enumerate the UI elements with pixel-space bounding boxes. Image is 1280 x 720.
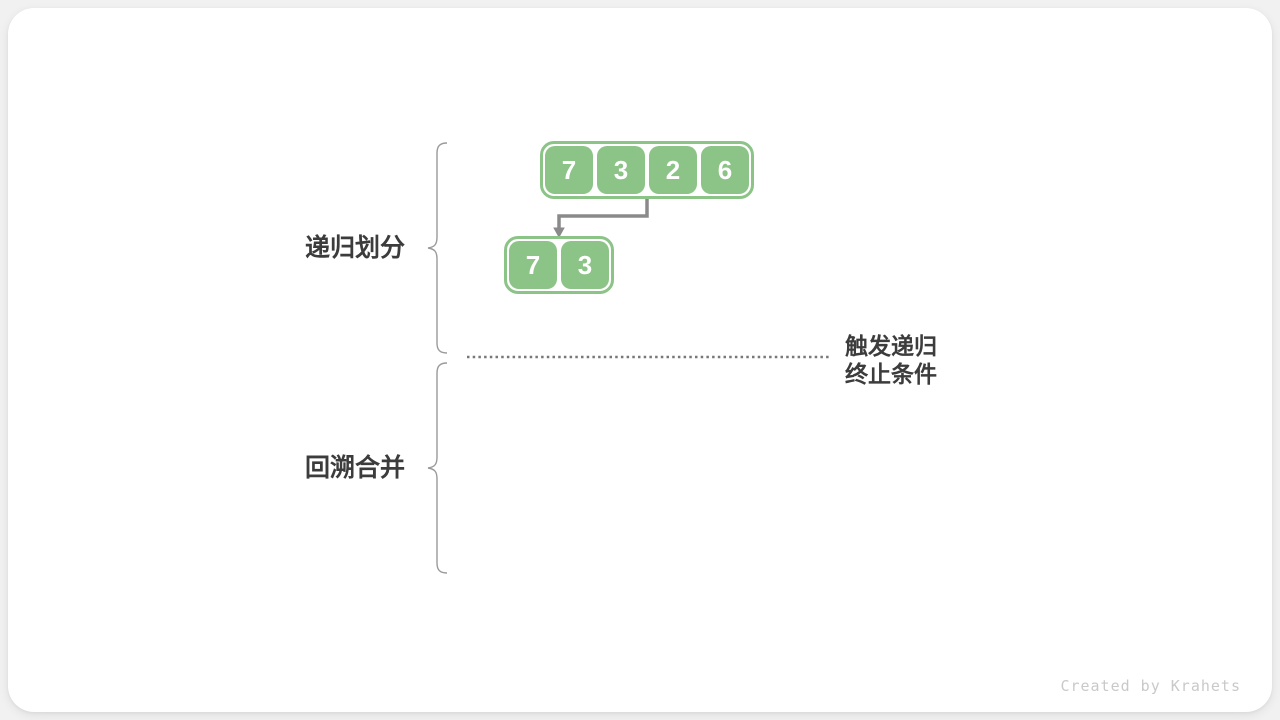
array-cell: 3: [597, 146, 645, 194]
canvas-card: [8, 8, 1272, 712]
array-cell: 2: [649, 146, 697, 194]
label-recursive-divide: 递归划分: [305, 234, 406, 262]
array-cell: 7: [545, 146, 593, 194]
watermark: Created by Krahets: [1060, 677, 1241, 695]
array-cell: 3: [561, 241, 609, 289]
array-cell: 6: [701, 146, 749, 194]
array-top: 7 3 2 6: [540, 141, 754, 199]
array-cell: 7: [509, 241, 557, 289]
termination-label-line2: 终止条件: [845, 361, 937, 387]
termination-label-line1: 触发递归: [845, 333, 937, 359]
label-backtrack-merge: 回溯合并: [305, 454, 406, 482]
array-sub: 7 3: [504, 236, 614, 294]
termination-condition-label: 触发递归 终止条件: [845, 332, 937, 388]
